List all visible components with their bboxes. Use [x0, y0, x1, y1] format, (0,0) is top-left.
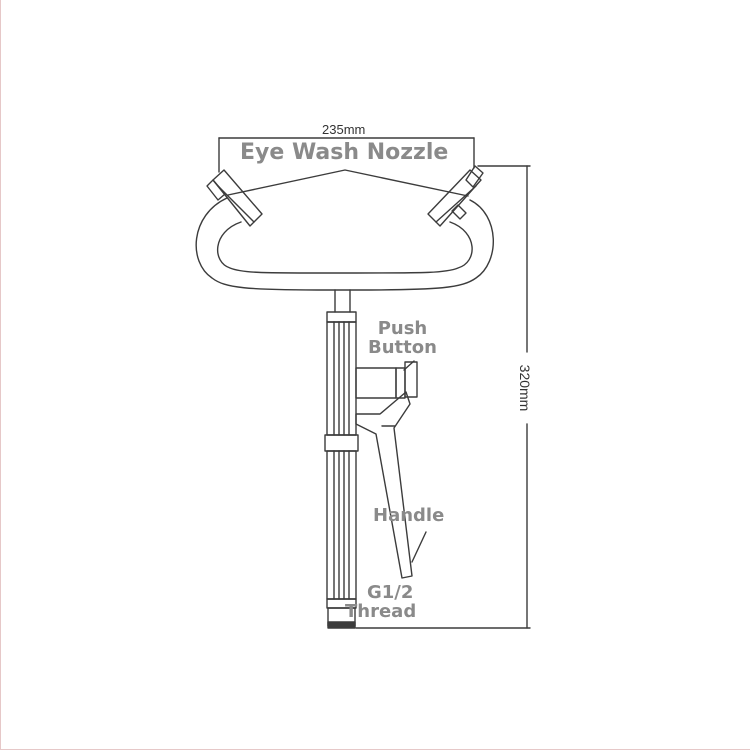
- push-button-leader: [403, 360, 415, 371]
- thread-base: [327, 621, 356, 629]
- column-middle-coupling: [324, 434, 359, 452]
- supply-column: [324, 289, 359, 609]
- width-dimension: [218, 137, 475, 173]
- height-dimension-text: 320mm: [517, 365, 533, 412]
- eye-wash-nozzle-label: Eye Wash Nozzle: [240, 140, 449, 165]
- thread-fitting: [327, 607, 356, 629]
- push-button-label: Push Button: [368, 318, 437, 358]
- right-nozzle-ring: [435, 185, 477, 223]
- push-button-plate: [404, 361, 418, 398]
- left-nozzle-body: [212, 169, 263, 227]
- column-top-collar: [326, 311, 357, 323]
- thread-label-line1: G1/2: [367, 582, 414, 603]
- handle-lever: [355, 391, 427, 579]
- handle-label: Handle: [373, 505, 445, 526]
- bowl-outer-loop: [195, 197, 494, 291]
- valve-assembly: [355, 360, 418, 399]
- push-button-label-line1: Push: [377, 318, 428, 339]
- thread-label: G1/2 Thread: [345, 582, 417, 622]
- thread-label-line2: Thread: [345, 600, 417, 622]
- column-lower-pipe: [326, 450, 357, 600]
- right-nozzle: [427, 165, 484, 227]
- handle-outline: [355, 391, 413, 579]
- right-nozzle-tip: [451, 204, 467, 220]
- valve-block: [355, 367, 397, 399]
- cover-top-line: [227, 169, 469, 197]
- left-nozzle: [206, 169, 263, 227]
- bowl-frame: [195, 169, 494, 291]
- column-upper-pipe: [326, 321, 357, 436]
- frame-left-edge: [0, 0, 1, 750]
- width-dimension-text: 235mm: [322, 122, 365, 137]
- bowl-inner-loop: [216, 221, 473, 274]
- height-dimension: [355, 165, 531, 629]
- left-nozzle-cap: [206, 179, 226, 201]
- right-nozzle-cap: [465, 165, 484, 188]
- handle-leader: [411, 531, 427, 563]
- right-nozzle-body: [427, 169, 482, 227]
- push-button-label-line2: Button: [368, 336, 437, 358]
